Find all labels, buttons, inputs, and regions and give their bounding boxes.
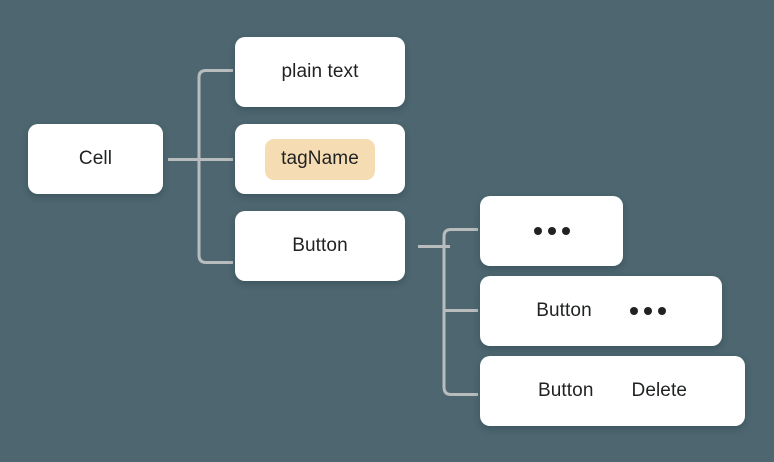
node-button-ellipsis[interactable]: Button	[480, 276, 722, 346]
node-plain-text[interactable]: plain text	[235, 37, 405, 107]
node-ellipsis[interactable]	[480, 196, 623, 266]
node-tag-name-label: tagName	[281, 147, 359, 169]
ellipsis-icon	[629, 307, 666, 315]
node-tag-name[interactable]: tagName	[235, 124, 405, 194]
node-button-label: Button	[292, 235, 348, 256]
node-button-delete[interactable]: Button Delete	[480, 356, 745, 426]
node-cell[interactable]: Cell	[28, 124, 163, 194]
wire-left-trunk	[197, 69, 233, 264]
node-delete-label: Delete	[631, 380, 688, 401]
node-cell-label: Cell	[78, 148, 113, 169]
tag-name-highlight-pill: tagName	[265, 138, 375, 180]
ellipsis-icon	[533, 227, 570, 235]
node-button-delete-label: Button	[537, 380, 594, 401]
node-button-ellipsis-label: Button	[536, 300, 592, 321]
node-plain-text-label: plain text	[281, 61, 359, 82]
node-button[interactable]: Button	[235, 211, 405, 281]
wire-right-trunk	[442, 228, 478, 396]
